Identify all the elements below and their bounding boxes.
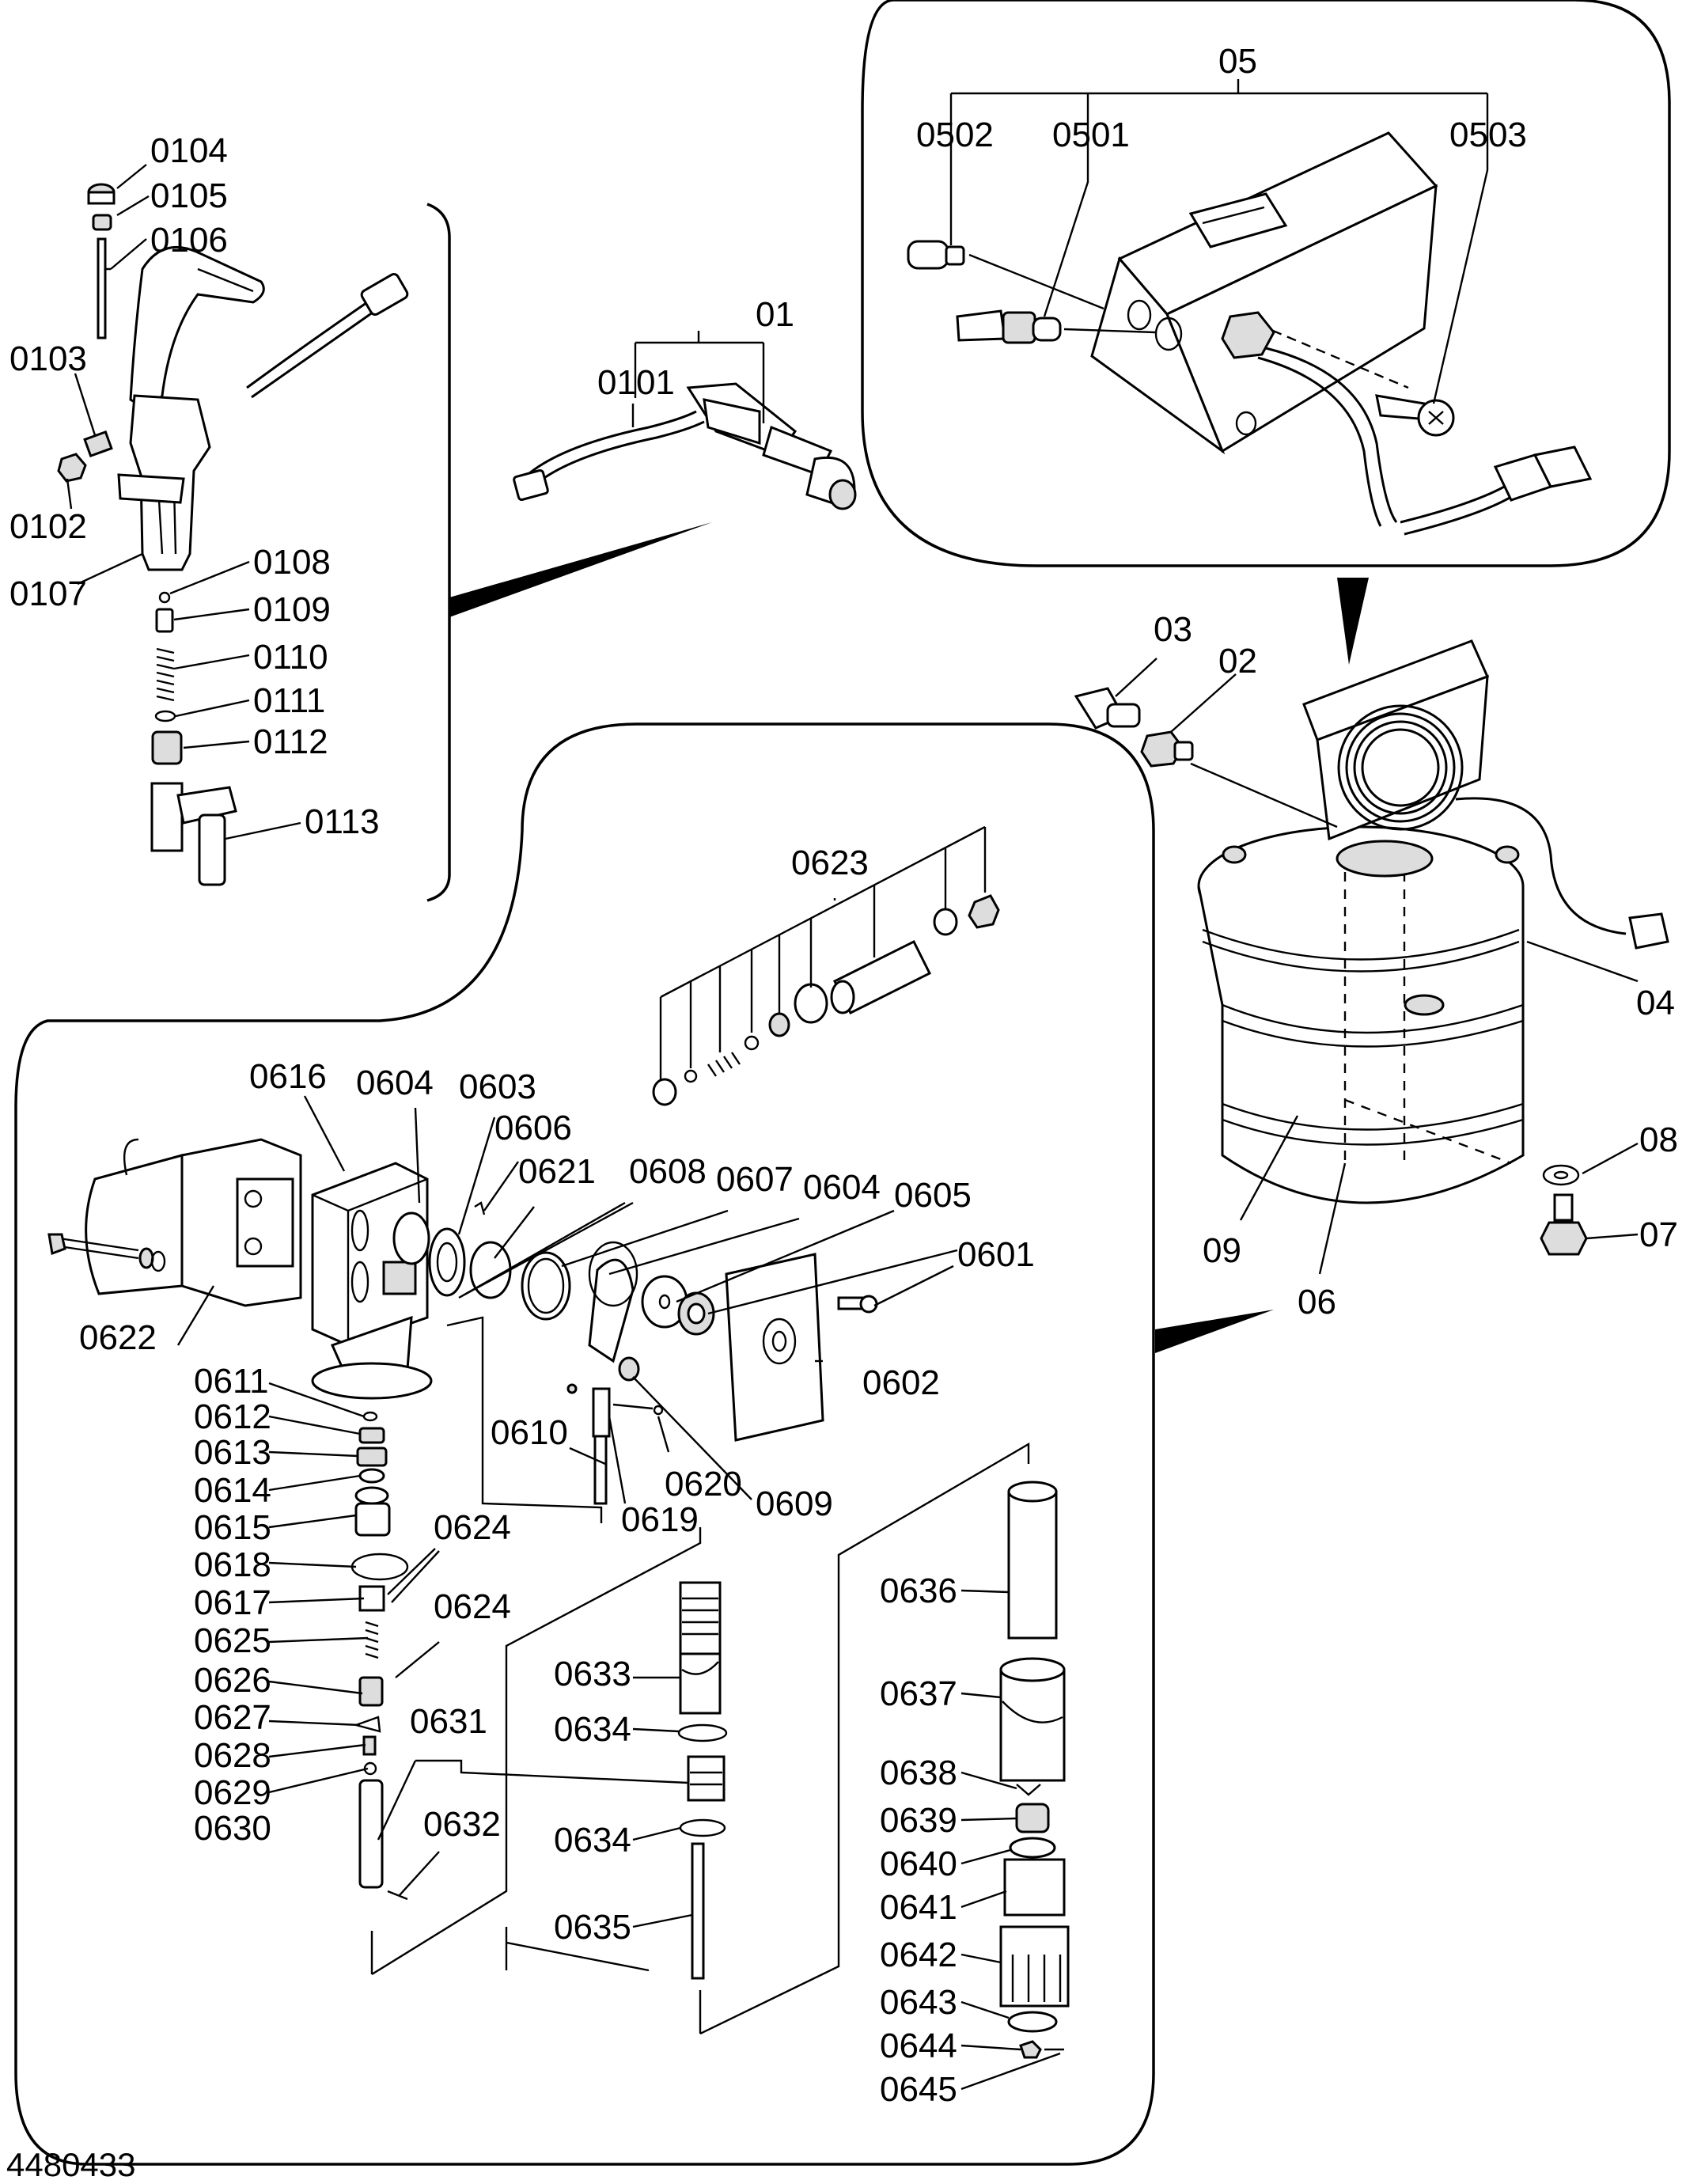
callout-0637: 0637 [880, 1674, 957, 1713]
callout-0618: 0618 [194, 1545, 271, 1584]
callout-0619: 0619 [621, 1500, 699, 1539]
callout-0501: 0501 [1052, 116, 1130, 154]
callout-0603: 0603 [459, 1067, 536, 1106]
callout-06: 06 [1298, 1283, 1336, 1321]
callout-0635: 0635 [554, 1908, 631, 1947]
callout-0631: 0631 [410, 1702, 487, 1741]
pointer-arrow-handle [449, 522, 712, 617]
callout-0110: 0110 [253, 638, 328, 677]
callout-0628: 0628 [194, 1736, 271, 1775]
callout-0612: 0612 [194, 1397, 271, 1436]
callout-0624-b: 0624 [434, 1587, 511, 1626]
handle-assembly-drawing [57, 183, 409, 886]
callout-0102: 0102 [9, 507, 87, 546]
callout-03: 03 [1154, 610, 1192, 649]
callout-04: 04 [1636, 984, 1675, 1022]
callout-0108: 0108 [253, 543, 331, 582]
callout-0502: 0502 [916, 116, 994, 154]
callout-0616: 0616 [249, 1057, 327, 1096]
callout-0629: 0629 [194, 1773, 271, 1812]
callout-0632: 0632 [423, 1805, 501, 1844]
callout-0639: 0639 [880, 1801, 957, 1840]
connector-assembly-drawing [513, 382, 857, 510]
callout-09: 09 [1203, 1231, 1241, 1270]
callout-0636: 0636 [880, 1572, 957, 1610]
callout-05: 05 [1218, 42, 1257, 81]
leader-lines [66, 79, 1639, 2091]
callout-0638: 0638 [880, 1754, 957, 1792]
document-number: 4480433 [6, 2146, 136, 2183]
callout-0610: 0610 [491, 1413, 568, 1452]
callout-labels: 0104 0105 0106 0103 0102 0107 0108 0109 … [6, 42, 1678, 2183]
callout-0614: 0614 [194, 1471, 271, 1510]
callout-0106: 0106 [150, 221, 228, 260]
callout-0105: 0105 [150, 176, 228, 215]
callout-0111: 0111 [253, 681, 325, 720]
callout-0608: 0608 [629, 1152, 707, 1191]
callout-0643: 0643 [880, 1983, 957, 2022]
callout-0606: 0606 [494, 1109, 572, 1147]
callout-0644: 0644 [880, 2027, 957, 2065]
pointer-arrow-pump [1155, 1310, 1274, 1353]
callout-0607: 0607 [716, 1160, 794, 1199]
handle-group-bracket [426, 203, 451, 902]
callout-0622: 0622 [79, 1318, 157, 1357]
callout-0113: 0113 [305, 802, 380, 841]
callout-01: 01 [756, 295, 794, 334]
tank-assembly-drawing [1074, 639, 1669, 1256]
callout-02: 02 [1218, 642, 1257, 681]
callout-0620: 0620 [665, 1465, 742, 1503]
callout-0617: 0617 [194, 1583, 271, 1622]
callout-0107: 0107 [9, 574, 87, 613]
pointer-arrow-switch [1337, 578, 1369, 665]
switch-box-frame [861, 0, 1671, 567]
callout-0604-b: 0604 [803, 1168, 881, 1207]
callout-0112: 0112 [253, 722, 328, 761]
pump-group-drawing [47, 894, 1070, 2059]
callout-0101: 0101 [597, 363, 675, 402]
callout-0645: 0645 [880, 2070, 957, 2109]
callout-0630: 0630 [194, 1809, 271, 1848]
callout-0626: 0626 [194, 1661, 271, 1700]
callout-0604-a: 0604 [356, 1064, 434, 1102]
callout-0103: 0103 [9, 339, 87, 378]
callout-0104: 0104 [150, 131, 228, 170]
callout-0642: 0642 [880, 1936, 957, 1974]
callout-0633: 0633 [554, 1655, 631, 1693]
callout-07: 07 [1639, 1215, 1678, 1254]
callout-0602: 0602 [862, 1363, 940, 1402]
callout-0625: 0625 [194, 1621, 271, 1660]
callout-0641: 0641 [880, 1888, 957, 1927]
callout-0615: 0615 [194, 1508, 271, 1547]
callout-0609: 0609 [756, 1484, 833, 1523]
callout-0621: 0621 [518, 1152, 596, 1191]
callout-0640: 0640 [880, 1845, 957, 1883]
callout-0627: 0627 [194, 1698, 271, 1737]
callout-0613: 0613 [194, 1433, 271, 1472]
callout-0624-a: 0624 [434, 1508, 511, 1547]
switch-box-drawing [907, 131, 1593, 536]
pump-group-frame [14, 722, 1155, 2166]
callout-0503: 0503 [1449, 116, 1527, 154]
callout-0634-b: 0634 [554, 1821, 631, 1860]
callout-0634-a: 0634 [554, 1710, 631, 1749]
callout-0605: 0605 [894, 1176, 972, 1215]
callout-0623: 0623 [791, 844, 869, 882]
callout-0601: 0601 [957, 1235, 1035, 1274]
callout-0109: 0109 [253, 590, 331, 629]
callout-08: 08 [1639, 1120, 1678, 1159]
callout-0611: 0611 [194, 1362, 269, 1401]
